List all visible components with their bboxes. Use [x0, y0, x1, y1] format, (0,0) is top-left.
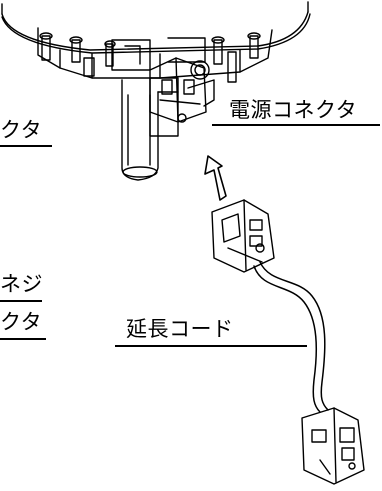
underline-power-connector — [212, 124, 380, 126]
underline-connector-top-left — [0, 145, 52, 147]
power-connector-socket — [149, 57, 215, 123]
extension-cord-top-plug — [211, 199, 275, 273]
underline-screw-left — [0, 300, 42, 302]
extension-cable — [253, 261, 329, 413]
extension-cord-bottom-plug — [301, 407, 365, 485]
insert-arrow — [204, 155, 227, 201]
label-connector-top-left: クタ — [0, 118, 43, 142]
label-screw-left: ネジ — [0, 272, 43, 296]
ceiling-plate — [1, 1, 311, 54]
base-housing — [37, 27, 273, 83]
label-extension-cord: 延長コード — [126, 317, 234, 341]
underline-extension-cord — [115, 345, 307, 347]
label-power-connector: 電源コネクタ — [229, 98, 358, 122]
label-connector-mid-left: クタ — [0, 310, 43, 334]
underline-connector-mid-left — [0, 338, 46, 340]
